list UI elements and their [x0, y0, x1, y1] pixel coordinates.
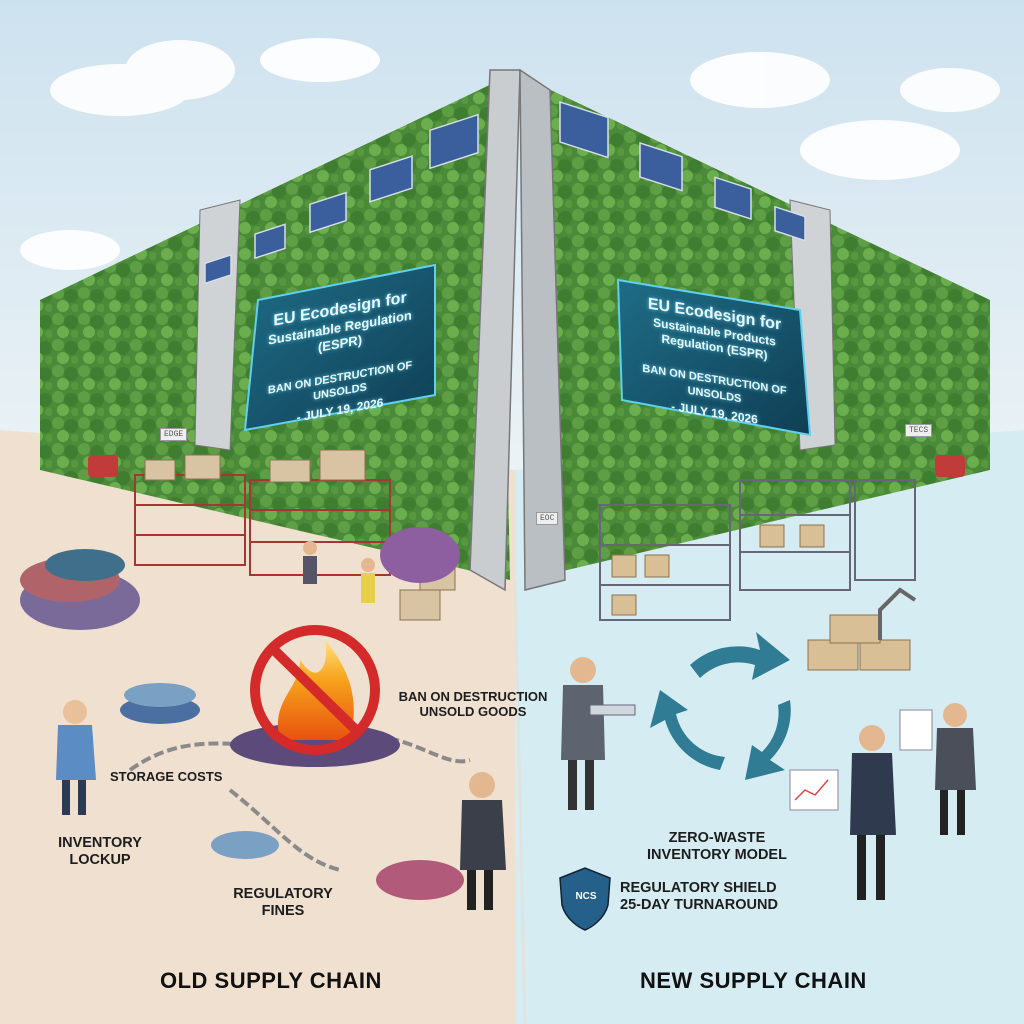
solar-panels-right: [559, 100, 806, 242]
person-man-document: [899, 703, 976, 835]
ban-sign-slash: [268, 644, 362, 736]
label-regulatory-fines-line2: FINES: [261, 902, 305, 919]
person-businesswoman-tablet: [460, 772, 506, 910]
label-ban-destruction-line1: BAN ON DESTRUCTION: [398, 689, 548, 704]
person-worried-woman: [56, 700, 96, 815]
new-boxes: [611, 524, 911, 671]
ground-new: [515, 430, 1024, 1024]
label-regulatory-fines: REGULATORY FINES: [228, 886, 338, 919]
clothing-piles: [20, 527, 464, 900]
wall-tag-center: EOC: [536, 512, 559, 525]
center-pillar-left: [469, 69, 521, 592]
workers-old: [303, 541, 375, 603]
zero-waste-cycle-arrows: [650, 632, 791, 780]
billboard-right-panel: [616, 278, 812, 437]
ncs-shield-icon: [559, 867, 611, 931]
wall-tag-left: EDGE: [160, 428, 188, 441]
label-regulatory-fines-line1: REGULATORY: [233, 886, 333, 902]
clouds: [20, 38, 1000, 270]
person-man-laptop: [561, 657, 636, 810]
label-inventory-lockup-line2: LOCKUP: [69, 851, 131, 868]
label-zero-waste-line2: INVENTORY MODEL: [647, 846, 787, 863]
label-zero-waste-line1: ZERO-WASTE: [668, 830, 766, 846]
label-storage-costs: STORAGE COSTS: [110, 769, 223, 784]
old-supply-chain-title: OLD SUPPLY CHAIN: [160, 968, 382, 993]
center-pillar-right: [519, 68, 566, 591]
ncs-shield-label: NCS: [575, 891, 597, 902]
center-divider: [513, 579, 527, 1024]
label-regulatory-shield-line2: 25-DAY TURNAROUND: [620, 896, 778, 913]
mailbox-icons: [88, 455, 965, 477]
label-regulatory-shield-line1: REGULATORY SHIELD: [620, 880, 777, 896]
robot-arm: [878, 587, 917, 640]
ban-sign: [250, 625, 380, 755]
new-shelves: [599, 479, 916, 621]
analytics-chart-card: [789, 769, 839, 811]
person-man-phone: [850, 725, 896, 900]
label-inventory-lockup: INVENTORY LOCKUP: [40, 835, 160, 868]
label-inventory-lockup-line1: INVENTORY: [58, 835, 142, 851]
label-ban-destruction: BAN ON DESTRUCTION UNSOLD GOODS: [398, 689, 548, 720]
label-zero-waste: ZERO-WASTE INVENTORY MODEL: [632, 830, 802, 863]
wall-tag-right: TECS: [905, 424, 933, 437]
new-supply-chain-title: NEW SUPPLY CHAIN: [640, 968, 867, 993]
solar-panels-left: [204, 113, 479, 285]
label-ban-destruction-line2: UNSOLD GOODS: [419, 703, 527, 719]
label-regulatory-shield: REGULATORY SHIELD 25-DAY TURNAROUND: [620, 880, 820, 913]
billboard-left-panel: [243, 263, 436, 432]
